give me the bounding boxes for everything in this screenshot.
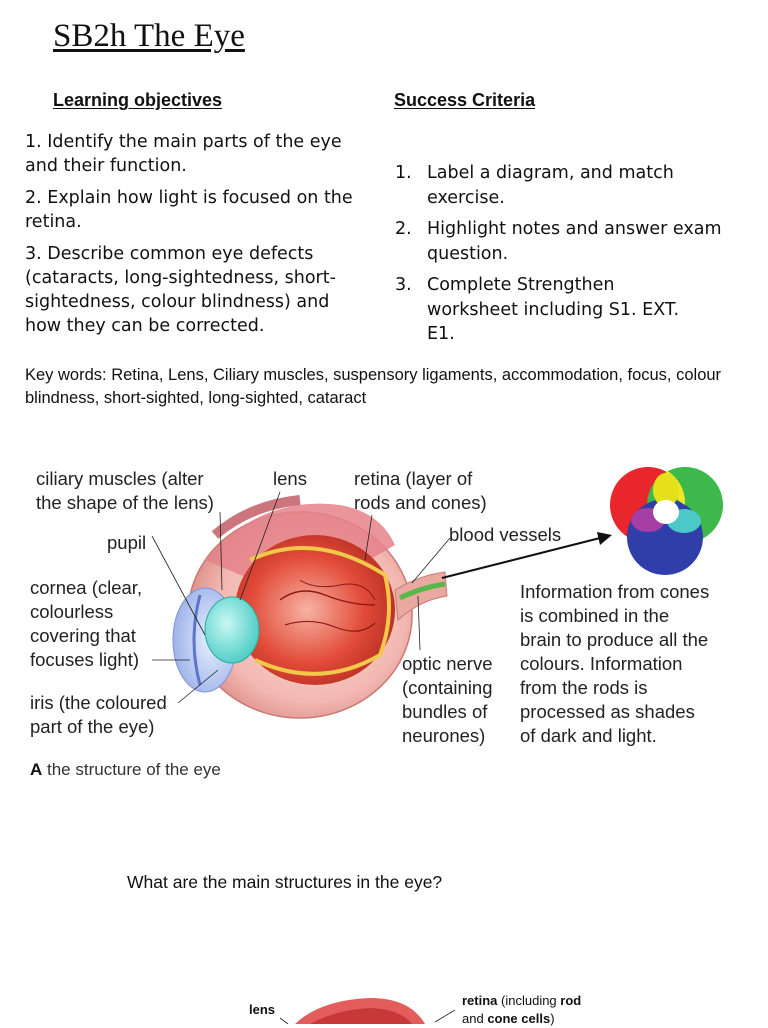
objective-2: 2. Explain how light is focused on the r… <box>25 188 353 232</box>
label-lens: lens <box>273 468 307 489</box>
bottom-eye-diagram <box>279 998 456 1024</box>
success-criteria-heading: Success Criteria <box>394 90 536 110</box>
label-optic-nerve: optic nerve (containing bundles of neuro… <box>402 653 493 746</box>
label-cone-information: Information from cones is combined in th… <box>520 581 710 746</box>
objective-3: 3. Describe common eye defects (cataract… <box>25 244 336 336</box>
criteria-3-number: 3. <box>395 275 412 295</box>
rod-bold: rod <box>560 993 582 1008</box>
figure-caption: A the structure of the eye <box>30 760 221 780</box>
colour-circles <box>610 467 723 575</box>
retina-bold: retina <box>462 993 498 1008</box>
label-cornea: cornea (clear, colourless covering that … <box>30 577 143 670</box>
arrow-right-icon <box>441 532 612 579</box>
eyeball <box>187 495 413 719</box>
retina-text-1: (including <box>497 993 561 1008</box>
caption-letter: A <box>30 760 43 779</box>
label-retina: retina (layer of rods and cones) <box>354 468 487 513</box>
lens-shape <box>204 596 260 664</box>
retina-text-2: and <box>462 1011 488 1026</box>
criteria-3-text: Complete Strengthen worksheet including … <box>427 275 680 344</box>
label-iris: iris (the coloured part of the eye) <box>30 692 167 737</box>
criteria-1-number: 1. <box>395 163 412 183</box>
label-pointers <box>151 491 451 704</box>
label-blood-vessels: blood vessels <box>449 524 562 545</box>
objective-1: 1. Identify the main parts of the eye an… <box>25 132 342 176</box>
label-pupil: pupil <box>107 532 147 553</box>
cone-cells-bold: cone cells <box>487 1011 551 1026</box>
criteria-1-text: Label a diagram, and match exercise. <box>427 163 674 208</box>
caption-text: the structure of the eye <box>42 760 221 779</box>
criteria-2-text: Highlight notes and answer exam question… <box>427 219 722 264</box>
criteria-2-number: 2. <box>395 219 412 239</box>
learning-objectives-heading: Learning objectives <box>53 90 223 110</box>
retina-text-3: ) <box>550 1011 555 1026</box>
question-text: What are the main structures in the eye? <box>127 872 443 892</box>
page-title: SB2h The Eye <box>53 18 245 54</box>
key-words: Key words: Retina, Lens, Ciliary muscles… <box>25 366 722 407</box>
bottom-label-retina: retina (including rod and cone cells) <box>462 992 662 1028</box>
bottom-label-lens: lens <box>249 1002 276 1017</box>
optic-nerve-shape <box>394 571 448 622</box>
eye-diagram <box>151 467 723 719</box>
iris-shape <box>192 594 202 686</box>
label-ciliary-muscles: ciliary muscles (alter the shape of the … <box>36 468 214 513</box>
